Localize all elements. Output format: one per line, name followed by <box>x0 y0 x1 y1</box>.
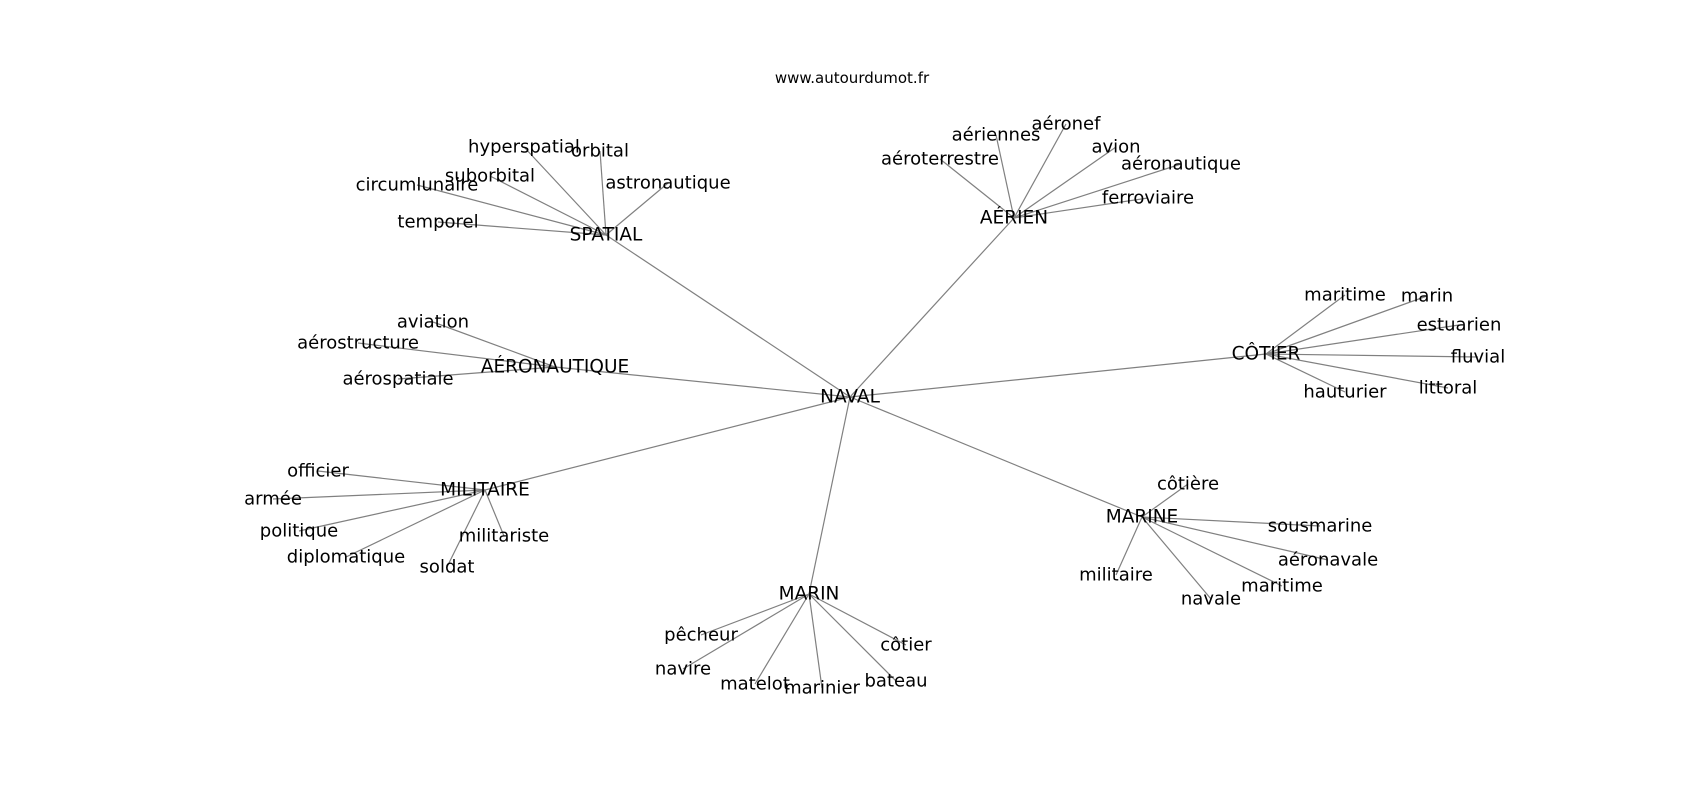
site-url-label: www.autourdumot.fr <box>775 69 930 87</box>
leaf-node[interactable]: militariste <box>459 526 550 547</box>
hub-node-aeronautique[interactable]: AÉRONAUTIQUE <box>481 356 629 378</box>
edge-aerien-leaf <box>1013 146 1117 219</box>
edge-aerien-leaf <box>939 158 1015 219</box>
leaf-node[interactable]: maritime <box>1304 285 1386 306</box>
edge-marin-leaf <box>682 593 810 670</box>
hub-node-cotier[interactable]: CÔTIER <box>1232 343 1301 365</box>
leaf-node[interactable]: marinier <box>784 678 860 699</box>
hub-node-militaire[interactable]: MILITAIRE <box>440 480 530 501</box>
edge-militaire-leaf <box>317 470 486 491</box>
edge-marine-leaf <box>1141 516 1283 587</box>
leaf-node[interactable]: officier <box>287 461 349 482</box>
edge-center-cotier <box>849 353 1267 398</box>
leaf-node[interactable]: navire <box>655 659 711 680</box>
leaf-node[interactable]: hyperspatial <box>468 137 580 158</box>
hub-node-marine[interactable]: MARINE <box>1106 507 1178 528</box>
leaf-node[interactable]: aéronavale <box>1278 550 1378 571</box>
hub-node-marin[interactable]: MARIN <box>779 584 840 605</box>
edge-cotier-leaf <box>1265 353 1479 358</box>
leaf-node[interactable]: marin <box>1401 286 1453 307</box>
leaf-node[interactable]: aéroterrestre <box>881 149 999 170</box>
center-node-label[interactable]: NAVAL <box>820 387 880 408</box>
leaf-node[interactable]: estuarien <box>1417 315 1502 336</box>
leaf-node[interactable]: pêcheur <box>664 625 738 646</box>
edge-center-aerien <box>849 217 1015 398</box>
edge-aerien-leaf <box>1013 123 1067 219</box>
edge-marin-leaf <box>808 593 907 646</box>
leaf-node[interactable]: sousmarine <box>1268 516 1373 537</box>
edge-militaire-leaf <box>446 489 486 568</box>
leaf-node[interactable]: soldat <box>420 557 475 578</box>
edge-cotier-leaf <box>1265 353 1346 393</box>
leaf-node[interactable]: orbital <box>571 141 629 162</box>
leaf-node[interactable]: astronautique <box>605 173 730 194</box>
edge-center-spatial <box>605 234 851 398</box>
edge-marin-leaf <box>754 593 810 685</box>
edge-marin-leaf <box>808 593 823 689</box>
leaf-node[interactable]: aériennes <box>952 125 1041 146</box>
leaf-node[interactable]: circumlunaire <box>356 175 479 196</box>
hub-node-spatial[interactable]: SPATIAL <box>570 225 643 246</box>
edge-center-marine <box>849 396 1143 518</box>
edge-marine-leaf <box>1141 516 1329 561</box>
edge-spatial-leaf <box>605 182 669 236</box>
edge-marin-leaf <box>808 593 897 682</box>
edge-layer <box>272 123 1479 689</box>
leaf-node[interactable]: hauturier <box>1303 382 1387 403</box>
edge-spatial-leaf <box>489 175 607 236</box>
edge-cotier-leaf <box>1265 324 1460 355</box>
leaf-node[interactable]: armée <box>244 489 302 510</box>
edge-aerien-leaf <box>1013 197 1149 219</box>
edge-aeronautique-leaf <box>432 321 556 368</box>
edge-marin-leaf <box>700 593 810 636</box>
leaf-node[interactable]: aérostructure <box>297 333 419 354</box>
edge-spatial-leaf <box>599 150 607 236</box>
edge-marine-leaf <box>1141 516 1321 527</box>
leaf-node[interactable]: suborbital <box>445 166 535 187</box>
hub-node-aerien[interactable]: AÉRIEN <box>980 207 1048 229</box>
edge-marine-leaf <box>1141 516 1212 600</box>
leaf-node[interactable]: aérospatiale <box>342 369 453 390</box>
leaf-node[interactable]: côtier <box>880 635 932 656</box>
leaf-node[interactable]: bateau <box>864 671 927 692</box>
edge-spatial-leaf <box>523 146 607 236</box>
leaf-node[interactable]: diplomatique <box>287 547 405 568</box>
leaf-node[interactable]: fluvial <box>1451 347 1505 368</box>
edge-militaire-leaf <box>345 489 486 558</box>
edge-center-aeronautique <box>554 366 851 398</box>
edge-cotier-leaf <box>1265 353 1449 389</box>
edge-cotier-leaf <box>1265 295 1428 355</box>
leaf-node[interactable]: temporel <box>397 212 478 233</box>
leaf-node[interactable]: côtière <box>1157 474 1219 495</box>
edge-aerien-leaf <box>995 134 1015 219</box>
edge-center-militaire <box>484 396 851 491</box>
leaf-node[interactable]: navale <box>1181 589 1241 610</box>
edge-spatial-leaf <box>437 221 607 236</box>
leaf-node[interactable]: littoral <box>1419 378 1478 399</box>
edge-marine-leaf <box>1115 516 1143 576</box>
edge-aerien-leaf <box>1013 163 1182 219</box>
leaf-node[interactable]: aéronautique <box>1121 154 1241 175</box>
edge-aeronautique-leaf <box>357 342 556 368</box>
edge-spatial-leaf <box>416 184 607 236</box>
leaf-node[interactable]: ferroviaire <box>1102 188 1194 209</box>
edge-marine-leaf <box>1141 483 1189 518</box>
edge-center-marin <box>808 396 851 595</box>
edge-aeronautique-leaf <box>397 366 556 380</box>
leaf-node[interactable]: aéronef <box>1032 114 1102 135</box>
edge-cotier-leaf <box>1265 294 1346 355</box>
leaf-node[interactable]: matelot <box>720 674 790 695</box>
leaf-node[interactable]: militaire <box>1079 565 1153 586</box>
leaf-node[interactable]: avion <box>1091 137 1140 158</box>
edge-militaire-leaf <box>298 489 486 532</box>
edge-militaire-leaf <box>484 489 505 537</box>
edge-militaire-leaf <box>272 489 486 500</box>
leaf-node[interactable]: politique <box>260 521 338 542</box>
leaf-node[interactable]: maritime <box>1241 576 1323 597</box>
leaf-node[interactable]: aviation <box>397 312 469 333</box>
